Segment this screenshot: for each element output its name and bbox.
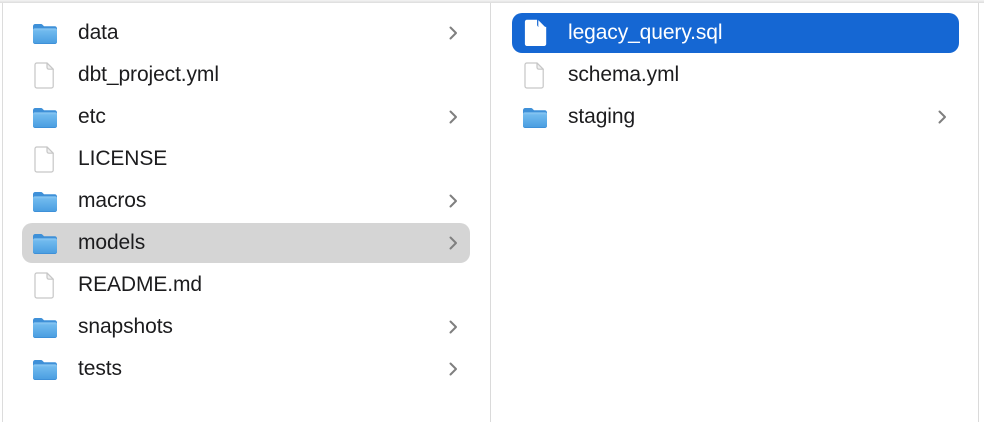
chevron-right-icon bbox=[449, 194, 458, 208]
row-etc[interactable]: etc bbox=[22, 97, 470, 137]
finder-column-left: data dbt_project.yml etc LICENSE macros … bbox=[0, 0, 490, 422]
row-tests[interactable]: tests bbox=[22, 349, 470, 389]
item-label: staging bbox=[568, 105, 636, 128]
folder-icon bbox=[32, 23, 58, 44]
chevron-right-icon bbox=[449, 362, 458, 376]
column-divider bbox=[978, 0, 979, 422]
row-license[interactable]: LICENSE bbox=[22, 139, 470, 179]
file-icon bbox=[522, 19, 548, 47]
toolbar-bottom-hairline bbox=[0, 0, 984, 3]
finder-column-right: legacy_query.sql schema.yml staging bbox=[491, 0, 978, 422]
file-icon bbox=[32, 61, 58, 89]
item-label: snapshots bbox=[78, 315, 173, 338]
item-label: legacy_query.sql bbox=[568, 21, 723, 44]
column-divider bbox=[490, 0, 491, 422]
folder-icon bbox=[32, 107, 58, 128]
chevron-right-icon bbox=[938, 110, 947, 124]
row-readme-md[interactable]: README.md bbox=[22, 265, 470, 305]
item-label: data bbox=[78, 21, 119, 44]
item-label: LICENSE bbox=[78, 147, 168, 170]
folder-icon bbox=[32, 317, 58, 338]
file-icon bbox=[32, 271, 58, 299]
chevron-right-icon bbox=[449, 110, 458, 124]
window-left-hairline bbox=[2, 0, 3, 422]
file-icon bbox=[32, 145, 58, 173]
item-label: macros bbox=[78, 189, 147, 212]
item-label: schema.yml bbox=[568, 63, 680, 86]
item-label: dbt_project.yml bbox=[78, 63, 219, 86]
chevron-right-icon bbox=[449, 236, 458, 250]
item-label: models bbox=[78, 231, 146, 254]
row-staging[interactable]: staging bbox=[512, 97, 959, 137]
row-dbt-project-yml[interactable]: dbt_project.yml bbox=[22, 55, 470, 95]
row-macros[interactable]: macros bbox=[22, 181, 470, 221]
row-schema-yml[interactable]: schema.yml bbox=[512, 55, 959, 95]
row-legacy-query-sql[interactable]: legacy_query.sql bbox=[512, 13, 959, 53]
item-label: tests bbox=[78, 357, 122, 380]
file-icon bbox=[522, 61, 548, 89]
row-snapshots[interactable]: snapshots bbox=[22, 307, 470, 347]
chevron-right-icon bbox=[449, 320, 458, 334]
chevron-right-icon bbox=[449, 26, 458, 40]
folder-icon bbox=[32, 359, 58, 380]
folder-icon bbox=[522, 107, 548, 128]
row-data[interactable]: data bbox=[22, 13, 470, 53]
item-label: etc bbox=[78, 105, 106, 128]
folder-icon bbox=[32, 191, 58, 212]
row-models[interactable]: models bbox=[22, 223, 470, 263]
folder-icon bbox=[32, 233, 58, 254]
item-label: README.md bbox=[78, 273, 202, 296]
